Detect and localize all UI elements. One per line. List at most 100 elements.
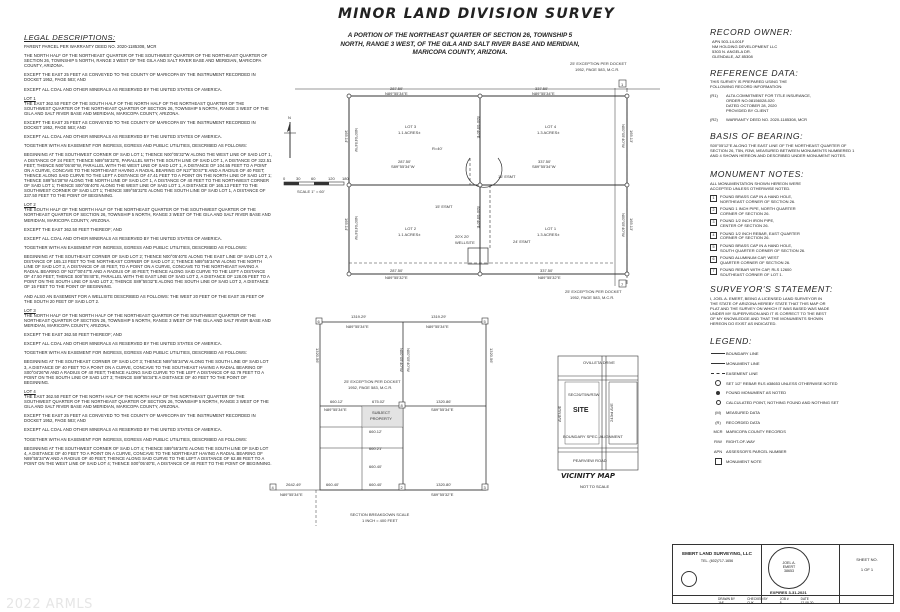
legend-item: (R)RECORDED DATA — [710, 417, 895, 427]
found-monument-icon — [710, 390, 726, 395]
exception-note: 25' EXCEPTION PER DOCKET — [565, 289, 622, 294]
lot-area: 1.3 ACRES± — [537, 130, 560, 135]
page-title: MINOR LAND DIVISION SURVEY — [338, 6, 616, 22]
bearing-text: N89°55'34"E — [385, 91, 408, 96]
legal-paragraph: TOGETHER WITH AN EASEMENT FOR INGRESS, E… — [24, 436, 248, 442]
right-column: RECORD OWNER: APN 503-14-001F NM HOLDING… — [710, 27, 895, 466]
legend-abbreviation: (R) — [715, 419, 721, 425]
legal-lot3-heading: LOT 3 — [24, 307, 36, 313]
bearing-text: S89°55'34"W — [391, 164, 415, 169]
exception-note: 1952, PAGE 583, M.C.R. — [575, 67, 619, 72]
legal-paragraph: TOGETHER WITH AN EASEMENT FOR INGRESS, E… — [24, 244, 248, 250]
section-dist: 1320.56' — [315, 348, 320, 363]
easement-label: 15' ESMT — [498, 174, 516, 179]
section-brg: S89°55'32"E — [431, 492, 454, 497]
legend-abbreviation: (M) — [715, 409, 721, 415]
bearing-text: N89°55'32"E — [538, 275, 561, 280]
sheet-value: 1 OF 1 — [860, 567, 874, 572]
north-label: N — [288, 115, 291, 120]
legal-paragraph: THE NORTH HALF OF THE NORTHEAST QUARTER … — [24, 53, 268, 69]
company-block: EMERT LAND SURVEYING, LLC TEL. (602)717-… — [673, 545, 762, 603]
legal-lot2: THE SOUTH HALF OF THE NORTH HALF OF THE … — [24, 207, 272, 303]
scale-bar: 0 30 60 120 180 SCALE 1" = 60' — [283, 176, 349, 194]
section-dist: 1320.86' — [436, 399, 451, 404]
legend-label: FOUND MONUMENT AS NOTED — [726, 390, 787, 396]
legend-heading: LEGEND: — [710, 335, 752, 346]
legal-lot4-heading: LOT 4 — [24, 388, 36, 394]
bearing-text: N89°55'34"E — [532, 91, 555, 96]
legend-label: SET 1/2" REBAR RLS #38653 UNLESS OTHERWI… — [726, 380, 838, 386]
title-block-footer — [673, 595, 893, 596]
legal-heading: LEGAL DESCRIPTIONS: — [24, 33, 116, 42]
section-corner-label: 4 — [272, 485, 275, 490]
section-dist: 1320.56' — [489, 348, 494, 363]
monument-note-icon — [710, 457, 726, 465]
section-caption: SECTION BREAKDOWN SCALE — [350, 512, 410, 517]
north-arrow-icon: N — [284, 115, 296, 158]
legal-lot1-heading: LOT 1 — [24, 95, 36, 101]
found-monument-icon — [346, 93, 352, 99]
boundary-line-icon — [710, 353, 726, 355]
legend-abbreviation: APN — [713, 449, 723, 455]
section-caption: 1 INCH = 400 FEET — [362, 518, 398, 523]
legal-paragraph: EXCEPT THE EAST 362.50 FEET THEREOF; AND — [24, 332, 122, 338]
section-exception: 25' EXCEPTION PER DOCKET — [344, 379, 401, 384]
easement-label: 24' ESMT — [513, 239, 531, 244]
legal-paragraph: THE NORTH HALF OF THE NORTH HALF OF THE … — [24, 312, 271, 329]
legend-item: CALCULATED POINT, NOTHING FOUND AND NOTH… — [710, 398, 895, 408]
lot-label: LOT 3 — [405, 124, 417, 129]
section-brg: N00°05'40"W — [406, 348, 411, 372]
vicinity-title: VICINITY MAP — [561, 472, 616, 480]
bearing-text: 165.13' — [629, 218, 634, 231]
bearing-text: 337.50' — [538, 159, 551, 164]
company-contact: TEL. (602)717-1656 — [700, 559, 734, 563]
section-corner-label: 3 — [484, 485, 487, 490]
legal-paragraph: THE EAST 362.50 FEET OF THE NORTH HALF O… — [24, 393, 269, 410]
sheet-label: SHEET NO. — [856, 557, 878, 562]
legal-paragraph: BEGINNING AT THE SOUTHEAST CORNER OF SAI… — [24, 359, 269, 385]
bearing-text: N00°05'40"W — [621, 124, 626, 148]
bearing-text: N00°04'54"W — [354, 216, 359, 240]
legal-paragraph: EXCEPT THE EAST 362.50 FEET THEREOF; AND — [24, 226, 122, 232]
curve-radius: R=40' — [432, 146, 443, 151]
section-dist: 660.40' — [369, 482, 382, 487]
legal-parent-parcel: THE NORTH HALF OF THE NORTHEAST QUARTER … — [24, 53, 272, 92]
scale-tick: 60 — [311, 176, 316, 181]
vicinity-road: AVENUE — [557, 406, 562, 422]
compass-icon — [681, 571, 697, 587]
legend-item: SET 1/2" REBAR RLS #38653 UNLESS OTHERWI… — [710, 378, 895, 388]
monument-intro: ALL MONUMENTATION SHOWN HEREON WERE ACCE… — [710, 181, 802, 191]
legend-item: EASEMENT LINE — [710, 368, 895, 378]
section-dist: 1320.80' — [436, 482, 451, 487]
title-block: EMERT LAND SURVEYING, LLC TEL. (602)717-… — [672, 544, 894, 605]
vicinity-alignment: BOUNDARY SPEC. ALIGNMENT — [563, 434, 623, 439]
found-monument-icon — [624, 271, 630, 277]
bearing-text: 287.50' — [390, 86, 403, 91]
legend-abbreviation: R/W — [714, 439, 722, 445]
legend-item: MONUMENT NOTE — [710, 456, 895, 466]
legend-label: MARICOPA COUNTY RECORDS — [726, 429, 786, 435]
section-brg: S89°55'34"E — [431, 407, 454, 412]
found-monument-icon — [477, 182, 483, 188]
section-exception: 1952, PAGE 583, M.C.R. — [348, 385, 392, 390]
legal-paragraph: EXCEPT ALL COAL AND OTHER MINERALS AS RE… — [24, 341, 222, 347]
section-dist: 675.02' — [372, 399, 385, 404]
section-corner-label: 5 — [484, 319, 487, 324]
bearing-text: 165.14' — [344, 218, 349, 231]
legal-paragraph: EXCEPT THE EAST 25 FEET AS CONVEYED TO T… — [24, 72, 256, 83]
legal-descriptions: LEGAL DESCRIPTIONS: PARENT PARCEL PER WA… — [24, 33, 272, 470]
calculated-point-icon — [710, 400, 726, 406]
section-brg: N89°55'34"E — [280, 492, 303, 497]
scale-tick: 120 — [328, 176, 335, 181]
legal-paragraph: EXCEPT ALL COAL AND OTHER MINERALS AS RE… — [24, 134, 222, 140]
legal-paragraph: TOGETHER WITH AN EASEMENT FOR INGRESS, E… — [24, 143, 248, 149]
legal-paragraph: AND ALSO AN EASEMENT FOR A WELLSITE DESC… — [24, 293, 265, 304]
subject-property-label: PROPERTY — [370, 416, 392, 421]
monument-note-7: 7 — [621, 282, 624, 287]
vicinity-site: SITE — [573, 407, 589, 414]
